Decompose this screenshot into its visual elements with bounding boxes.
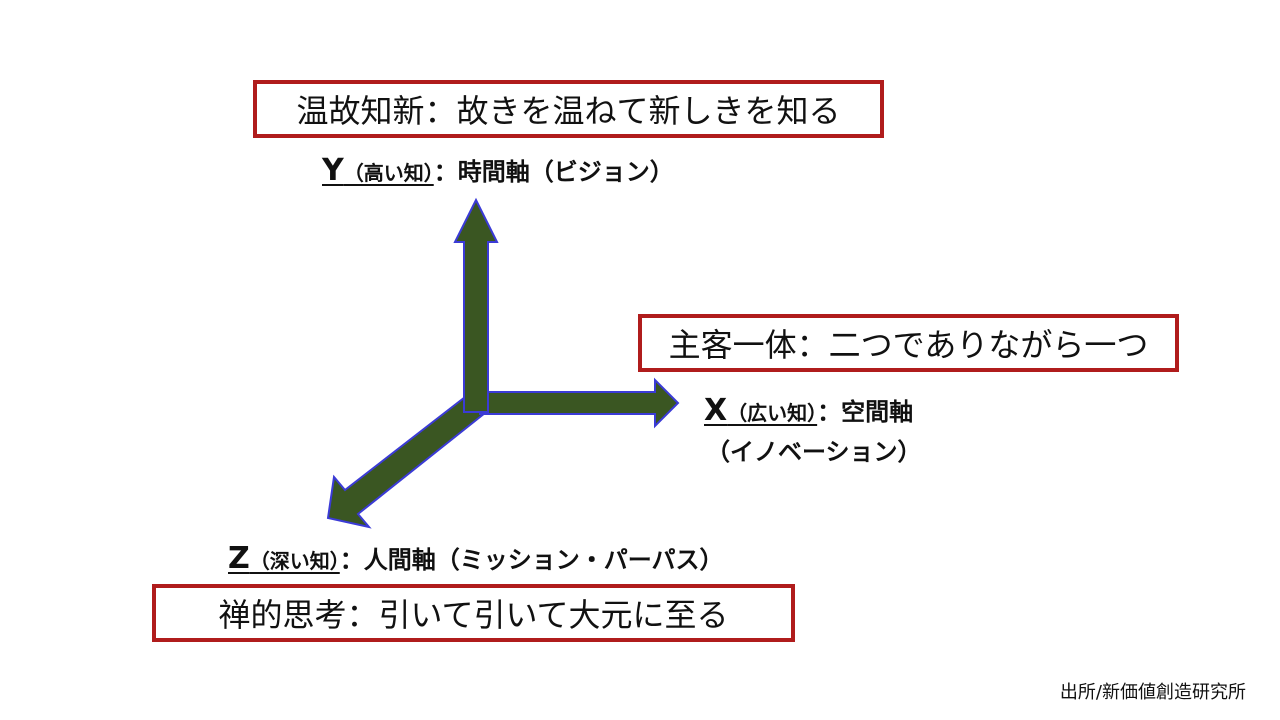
- y-axis-underlined: Y（高い知）: [322, 153, 434, 188]
- x-axis-underlined: X（広い知）: [704, 393, 818, 428]
- y-axis-arrow: [453, 197, 499, 413]
- z-axis-label: Z（深い知）：人間軸（ミッション・パーパス）: [228, 541, 724, 576]
- y-axis-label: Y（高い知）：時間軸（ビジョン）: [322, 153, 674, 188]
- box-shukaku-ittai: 主客一体：二つでありながら一つ: [638, 314, 1179, 372]
- x-axis-second-line: （イノベーション）: [706, 438, 922, 466]
- x-axis-arrow: [479, 377, 680, 429]
- box-onko-chishin: 温故知新：故きを温ねて新しきを知る: [253, 80, 884, 138]
- source-credit: 出所/新価値創造研究所: [1059, 682, 1246, 703]
- box-onko-chishin-text: 温故知新：故きを温ねて新しきを知る: [296, 92, 841, 130]
- box-zenteki-shiko: 禅的思考：引いて引いて大元に至る: [152, 584, 795, 642]
- z-axis-arrow: [326, 392, 487, 529]
- box-zenteki-shiko-text: 禅的思考：引いて引いて大元に至る: [218, 596, 729, 634]
- x-axis-label: X（広い知）：空間軸: [704, 393, 914, 428]
- box-shukaku-ittai-text: 主客一体：二つでありながら一つ: [668, 326, 1149, 364]
- z-axis-underlined: Z（深い知）: [228, 541, 340, 576]
